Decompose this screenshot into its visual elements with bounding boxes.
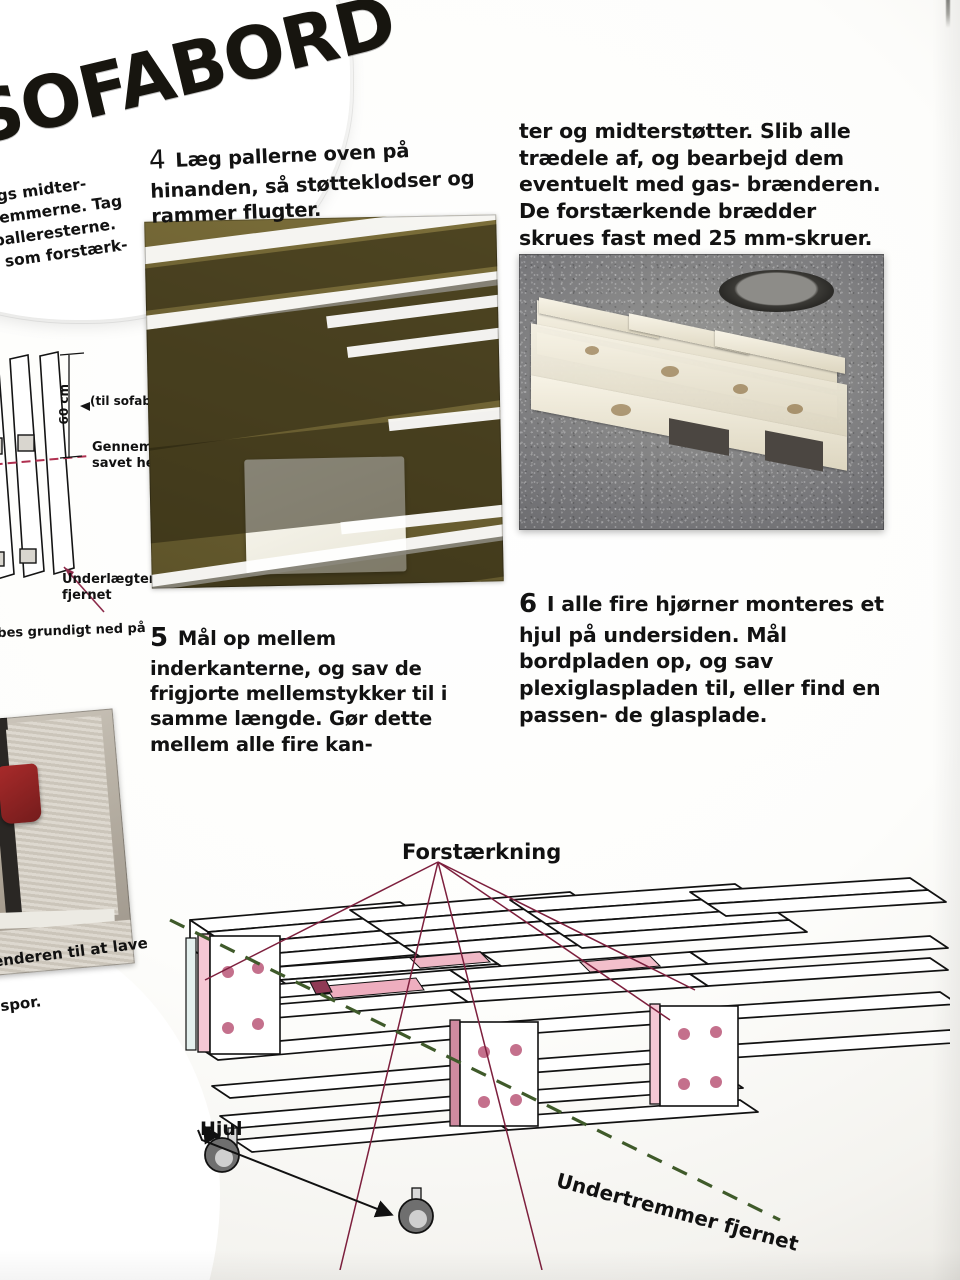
reinforcement-strips: [309, 951, 662, 999]
bottom-isometric-drawing: [150, 840, 960, 1271]
step-6-number: 6: [519, 589, 537, 619]
saw-line: [0, 455, 90, 465]
dimension-label: 60 cm: [57, 384, 71, 425]
photo-stacked-pallets-closeup: [144, 214, 504, 589]
left-technical-drawing: 60 cm (til sofabord) Gennem- savet her U…: [0, 322, 179, 622]
page-binding-edge: [946, 0, 950, 28]
right-column-top-text: ter og midterstøtter. Slib alle trædele …: [519, 119, 881, 250]
manhole-cover: [719, 270, 834, 312]
step-5-body: Mål op mellem inderkanterne, og sav de f…: [150, 627, 448, 756]
removed-slats-dashed-line: [169, 918, 781, 1222]
corner-block-right: [649, 1003, 739, 1107]
wheel-front-right: [398, 1187, 434, 1234]
corner-block-left: [185, 933, 281, 1055]
wheel-leader-lines: [197, 1124, 394, 1218]
left-drawing-svg: [0, 351, 105, 613]
page-bottom-shadow: [0, 1250, 960, 1280]
step-4-body: Læg pallerne oven på hinanden, så støtte…: [149, 139, 475, 229]
step-4-number: 4: [148, 145, 167, 176]
step-5-number: 5: [150, 623, 168, 653]
table-drawing-svg: [169, 861, 960, 1271]
removed-stringers-label: Underlægterne fjernet: [62, 572, 174, 604]
reinforcement-label: Forstærkning: [402, 840, 562, 864]
reinforcement-leader-lines: [204, 861, 696, 1271]
wheel-label: Hjul: [200, 1118, 243, 1140]
page-right-shadow: [932, 0, 960, 1280]
step-6-body: I alle fire hjørner monteres et hjul på …: [519, 592, 884, 727]
photo-white-pallet-on-asphalt: [519, 254, 884, 530]
corner-block-middle: [449, 1019, 539, 1127]
